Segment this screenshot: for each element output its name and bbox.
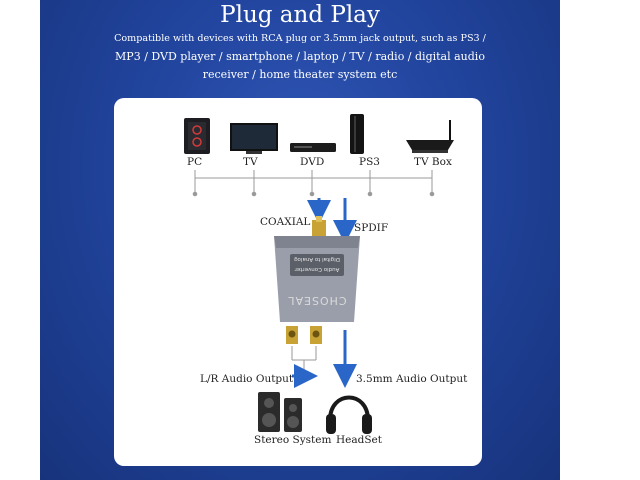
headset-label: HeadSet xyxy=(336,434,382,446)
pc-tower-icon xyxy=(184,118,210,154)
converter-text-1: Digital to Analog xyxy=(294,256,340,262)
converter-brand: CHOSEAL xyxy=(287,294,347,307)
tv-icon xyxy=(230,123,278,154)
stereo-system-label: Stereo System xyxy=(254,434,332,446)
subtitle-line-1: Compatible with devices with RCA plug or… xyxy=(114,33,486,44)
headphone-output-label: 3.5mm Audio Output xyxy=(356,373,468,385)
lr-output-label: L/R Audio Output xyxy=(200,373,294,385)
page-title: Plug and Play xyxy=(220,2,380,28)
subtitle: Compatible with devices with RCA plug or… xyxy=(108,30,492,84)
diagram-card: PC TV DVD PS3 TV Box COAXIAL SPDIF Digit… xyxy=(114,98,482,466)
subtitle-line-2: MP3 / DVD player / smartphone / laptop /… xyxy=(115,50,485,63)
converter-text-2: Audio Converter xyxy=(294,266,340,272)
subtitle-line-3: receiver / home theater system etc xyxy=(202,68,398,81)
lr-output-wiring xyxy=(291,346,317,370)
device-label-ps3: PS3 xyxy=(359,156,380,168)
speakers-icon xyxy=(258,392,302,432)
headphones-icon xyxy=(326,395,372,434)
device-label-dvd: DVD xyxy=(300,156,325,168)
tv-box-icon xyxy=(406,120,454,153)
game-console-icon xyxy=(350,114,364,154)
device-label-tv: TV xyxy=(243,156,258,168)
spdif-label: SPDIF xyxy=(354,222,389,234)
connection-diagram xyxy=(184,114,454,434)
device-label-pc: PC xyxy=(187,156,203,168)
converter-box xyxy=(274,216,360,344)
device-label-tv-box: TV Box xyxy=(414,156,452,168)
dvd-player-icon xyxy=(290,143,336,152)
device-wiring xyxy=(192,170,435,197)
coaxial-label: COAXIAL xyxy=(260,216,311,228)
